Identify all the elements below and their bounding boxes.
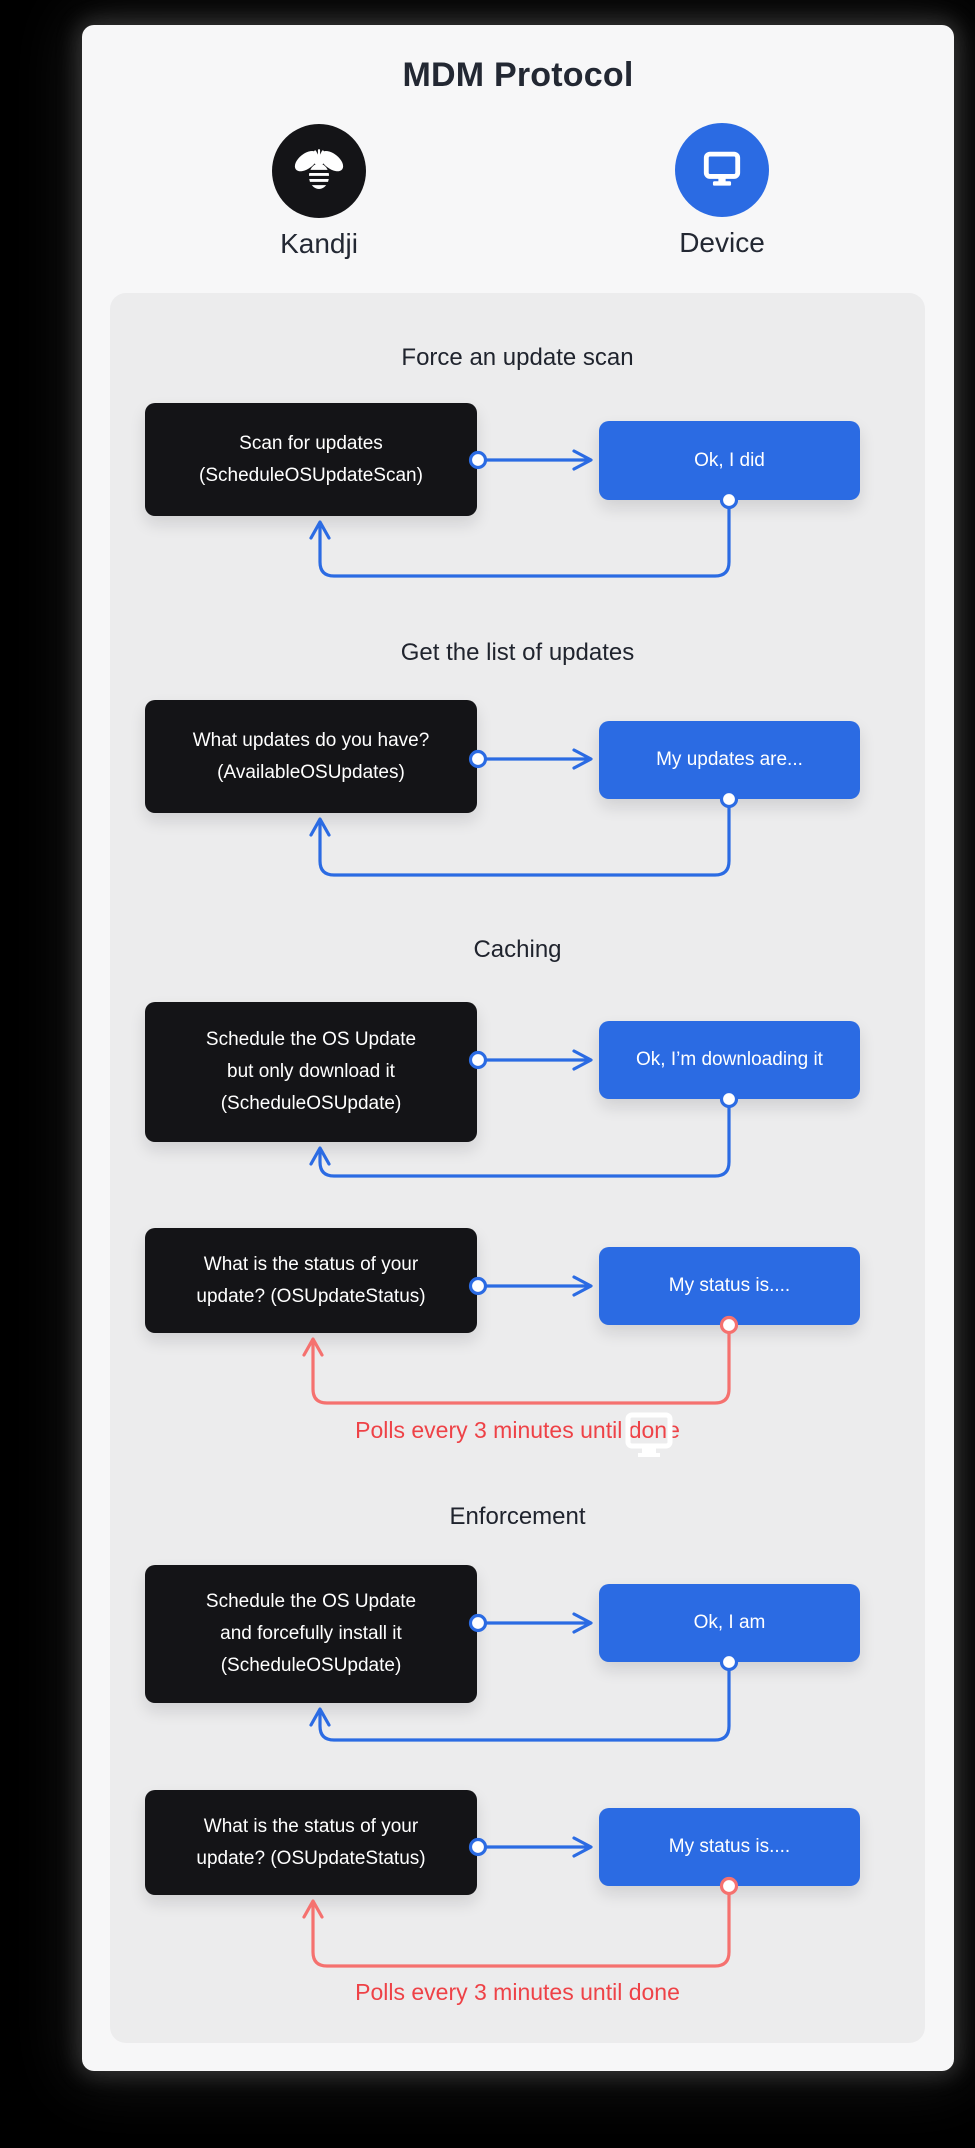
device-avatar [675, 123, 769, 217]
section-heading-force-scan: Force an update scan [401, 344, 634, 371]
request-box: What updates do you have? (AvailableOSUp… [145, 700, 477, 813]
request-box: What is the status of your update? (OSUp… [145, 1790, 477, 1895]
kandji-avatar [272, 124, 366, 218]
poll-note: Polls every 3 minutes until done [355, 1979, 680, 2005]
response-box: My status is.... [599, 1808, 860, 1886]
kandji-label: Kandji [280, 228, 358, 259]
section-heading-enforcement: Enforcement [449, 1503, 586, 1530]
bee-icon [290, 140, 348, 203]
monitor-icon [693, 139, 751, 202]
display-cursor-icon [625, 1411, 673, 1464]
request-box: What is the status of your update? (OSUp… [145, 1228, 477, 1333]
request-box: Schedule the OS Update but only download… [145, 1002, 477, 1142]
request-box: Schedule the OS Update and forcefully in… [145, 1565, 477, 1703]
poll-note: Polls every 3 minutes until done [355, 1417, 680, 1443]
protocol-panel [110, 293, 925, 2043]
response-box: Ok, I am [599, 1584, 860, 1662]
request-box: Scan for updates (ScheduleOSUpdateScan) [145, 403, 477, 516]
response-box: My status is.... [599, 1247, 860, 1325]
section-heading-caching: Caching [473, 936, 562, 963]
response-box: Ok, I’m downloading it [599, 1021, 860, 1099]
section-heading-get-updates: Get the list of updates [400, 639, 635, 666]
device-label: Device [679, 227, 765, 258]
page-title: MDM Protocol [402, 56, 634, 94]
response-box: Ok, I did [599, 421, 860, 500]
response-box: My updates are... [599, 721, 860, 799]
